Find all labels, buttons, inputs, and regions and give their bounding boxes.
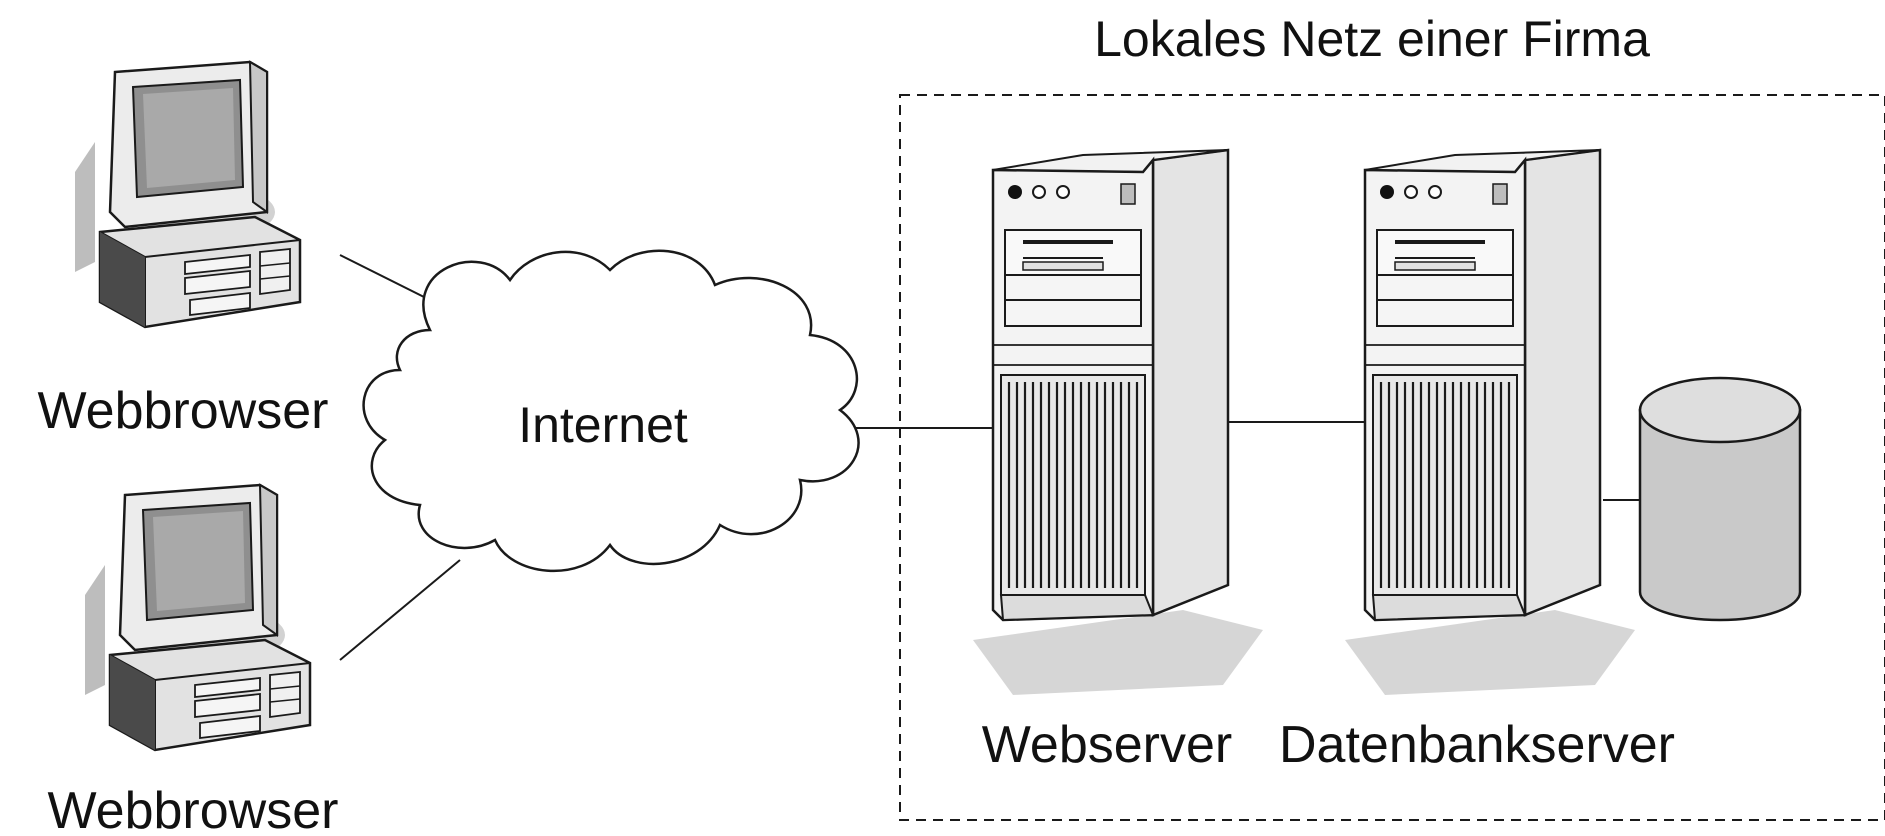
desktop-computer-icon — [73, 60, 302, 329]
cloud-label: Internet — [518, 397, 688, 453]
lan-title: Lokales Netz einer Firma — [1094, 11, 1650, 67]
desktop-computer-icon — [83, 483, 312, 752]
tower-server-icon — [971, 148, 1265, 697]
database-cylinder-icon — [1638, 376, 1802, 622]
lan-boundary — [899, 94, 1885, 821]
link-client2-cloud — [339, 559, 461, 661]
tower-server-icon — [1343, 148, 1637, 697]
client-label: Webbrowser — [38, 382, 329, 440]
cloud-icon — [362, 249, 860, 573]
server-label: Datenbankserver — [1279, 716, 1675, 774]
client-label: Webbrowser — [48, 782, 339, 836]
server-label: Webserver — [982, 716, 1232, 774]
